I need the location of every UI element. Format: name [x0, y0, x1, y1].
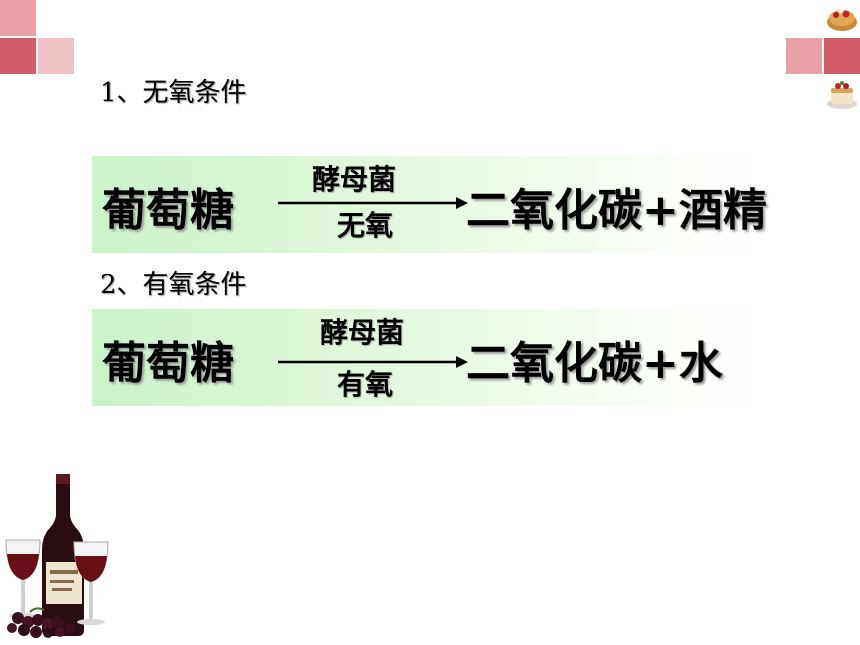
catalyst-yeast: 酵母菌	[320, 316, 405, 349]
reactant-glucose: 葡萄糖	[102, 185, 234, 236]
reaction-arrow	[278, 356, 468, 368]
waffle-dessert-image	[824, 0, 860, 36]
corner-square-top-left-2	[0, 38, 36, 74]
heading-anaerobic: 1、无氧条件	[100, 78, 247, 108]
corner-square-top-left-1	[0, 0, 36, 36]
corner-square-top-right-2	[824, 38, 860, 74]
product-co2-alcohol: 二氧化碳+酒精	[466, 185, 767, 236]
wine-bottle-glasses-image	[5, 474, 109, 638]
reaction-arrow	[278, 197, 468, 209]
product-co2-water: 二氧化碳+水	[466, 338, 723, 389]
corner-square-top-left-3	[38, 38, 74, 74]
reactant-glucose: 葡萄糖	[102, 338, 234, 389]
condition-anaerobic: 无氧	[337, 209, 394, 242]
cake-dessert-image	[824, 76, 860, 112]
catalyst-yeast: 酵母菌	[312, 163, 397, 196]
equation-band-aerobic: 葡萄糖 酵母菌 有氧 二氧化碳+水	[92, 309, 780, 406]
equation-band-anaerobic: 葡萄糖 酵母菌 无氧 二氧化碳+酒精	[92, 156, 780, 253]
heading-aerobic: 2、有氧条件	[100, 270, 247, 300]
condition-aerobic: 有氧	[337, 368, 394, 401]
corner-square-top-right-1	[786, 38, 822, 74]
